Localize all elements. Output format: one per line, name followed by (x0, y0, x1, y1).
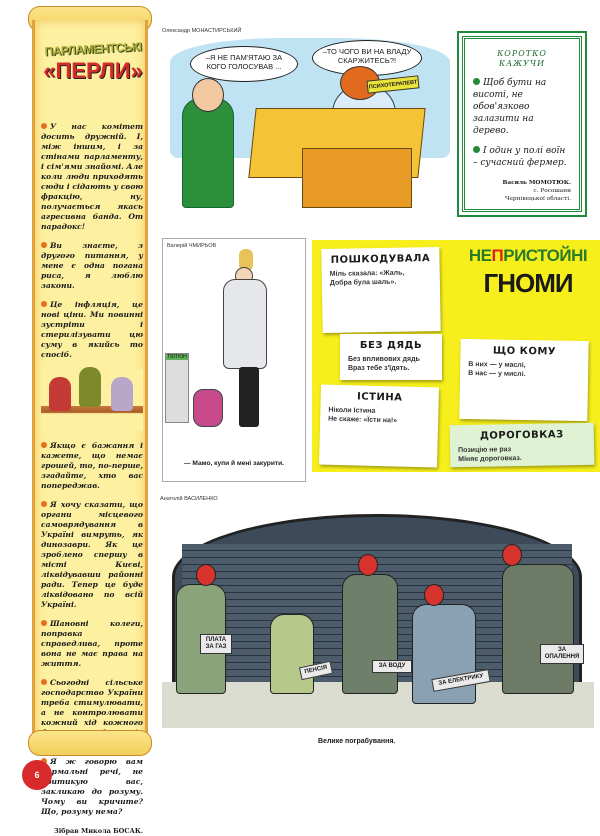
old-man-figure (182, 98, 234, 208)
aphorism-item: І один у полі воїн – сучасний фермер. (473, 146, 567, 168)
box-author: Василь МОМОТЮК. с. Росошани Чернівецької… (502, 180, 571, 202)
bullet-icon (473, 78, 480, 85)
quote-item: У нас комітет досить дружній. І, між інш… (41, 122, 143, 231)
quote-item: Я ж говорю вам нормальні речі, не критик… (41, 757, 143, 816)
quote-item: Шановні колеги, поправка справедлива, пр… (41, 619, 143, 668)
quote-item: Це інфляція, це нові ціни. Ми повинні зу… (41, 300, 143, 359)
tobacco-shop: ТЮТЮН (165, 353, 189, 423)
cartoon-psychotherapist: –Я НЕ ПАМ'ЯТАЮ ЗА КОГО ГОЛОСУВАВ ... –ТО… (162, 38, 452, 228)
aphorism-item: Щоб бути на висоті, не обов'язково залаз… (473, 78, 547, 136)
compiler-signature: Зібрав Микола БОСАК. (54, 827, 143, 835)
bullet-icon (41, 442, 47, 448)
scroll-bottom-roll (28, 730, 152, 756)
scroll-body: ПАРЛАМЕНТСЬКІ «ПЕРЛИ» У нас комітет доси… (32, 20, 148, 835)
robber-figure (502, 564, 574, 694)
cartoon-great-robbery: ПЛАТА ЗА ГАЗ ПЕНСІЯ ЗА ВОДУ ЗА ЕЛЕКТРИКУ… (162, 504, 594, 732)
tag-gas: ПЛАТА ЗА ГАЗ (200, 634, 232, 654)
desk-front (302, 148, 412, 208)
cartoon-top-author: Олександр МОНАСТИРСЬКИЙ (162, 28, 242, 34)
tag-heating: ЗА ОПАЛЕННЯ (540, 644, 584, 664)
robber-head (502, 544, 522, 566)
bullet-icon (41, 620, 47, 626)
tag-water: ЗА ВОДУ (372, 660, 412, 673)
scroll-title: ПАРЛАМЕНТСЬКІ «ПЕРЛИ» (41, 39, 145, 84)
woman-hair (239, 249, 253, 271)
indecent-gnomes-panel: НЕПРИСТОЙНІ ГНОМИ ПОШКОДУВАЛА Міль сказа… (312, 240, 600, 472)
quote-item: Якщо є бажання і кажете, що немає грошей… (41, 441, 143, 490)
robber-head (358, 554, 378, 576)
title-line-1: ПАРЛАМЕНТСЬКІ (44, 39, 142, 59)
woman-coat (223, 279, 267, 369)
gnome-card: ЩО КОМУ В них — у маслі,В нас — у мислі. (459, 338, 589, 422)
pensioner-figure (270, 614, 314, 694)
shop-sign: ТЮТЮН (166, 354, 188, 360)
cartoon-middle-caption: — Мамо, купи й мені закурити. (184, 460, 284, 467)
mp-figure (79, 367, 101, 407)
title-line-2: «ПЕРЛИ» (43, 58, 143, 83)
cartoon-mother-child: Валерій ЧМИРЬОВ ТЮТЮН — Мамо, купи й мен… (162, 238, 306, 482)
bullet-icon (41, 501, 47, 507)
bullet-icon (473, 146, 480, 153)
robber-head (424, 584, 444, 606)
quote-item: Я хочу сказати, що органи місцевого само… (41, 500, 143, 609)
bullet-icon (41, 242, 47, 248)
quote-item: Ви знаєте, з другого питання, у мене є о… (41, 241, 143, 290)
parliamentarians-illustration (41, 367, 143, 431)
woman-legs (239, 367, 259, 427)
page-number-badge: 6 (22, 760, 52, 790)
bullet-icon (41, 301, 47, 307)
speech-bubble-left: –Я НЕ ПАМ'ЯТАЮ ЗА КОГО ГОЛОСУВАВ ... (190, 46, 298, 82)
old-man-head (192, 78, 224, 112)
cartoon-middle-author: Валерій ЧМИРЬОВ (167, 243, 217, 249)
cartoon-bottom-author: Анатолій ВАСИЛЕНКО (160, 496, 218, 502)
bullet-icon (41, 679, 47, 685)
quotes-list: У нас комітет досить дружній. І, між інш… (41, 122, 143, 836)
gnome-card: ПОШКОДУВАЛА Міль сказала: «Жаль,Добра бу… (321, 246, 441, 334)
bullet-icon (41, 123, 47, 129)
child-figure (193, 389, 223, 427)
robber-figure (342, 574, 398, 694)
robber-head (196, 564, 216, 586)
cartoon-bottom-caption: Велике пограбування. (318, 738, 396, 745)
parliament-pearls-scroll: ПАРЛАМЕНТСЬКІ «ПЕРЛИ» У нас комітет доси… (28, 6, 152, 835)
mp-figure (111, 377, 133, 411)
gnomes-title: НЕПРИСТОЙНІ ГНОМИ (468, 246, 588, 298)
mp-figure (49, 377, 71, 411)
